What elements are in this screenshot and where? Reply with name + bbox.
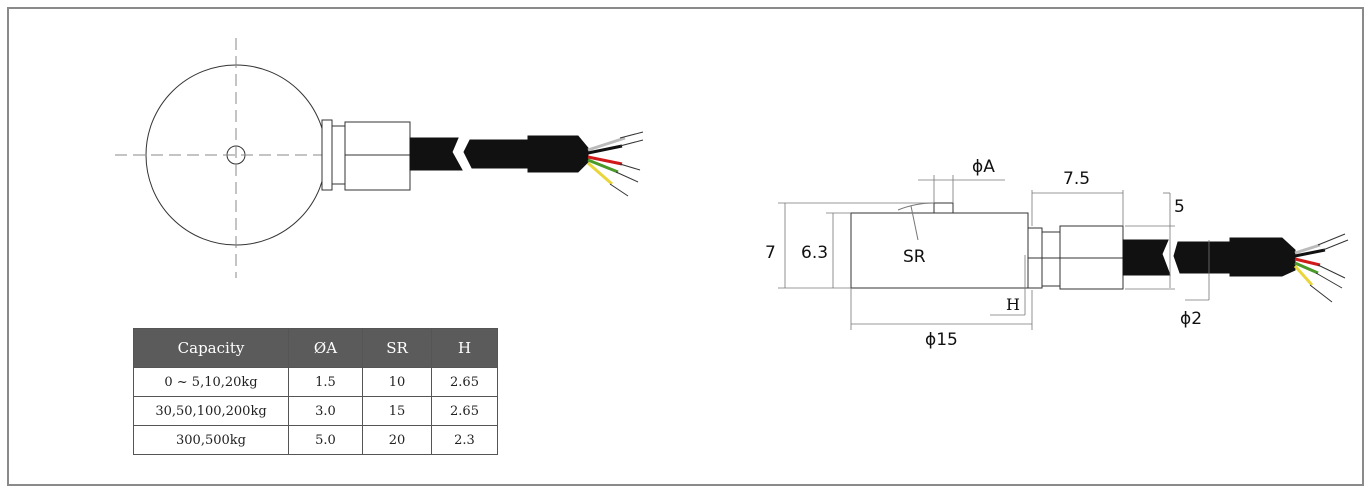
- dim-phi-15: ϕ15: [925, 330, 958, 350]
- cell: 3.0: [288, 396, 363, 426]
- dim-h: H: [1006, 295, 1020, 314]
- header-h: H: [431, 328, 498, 368]
- cell: 300,500kg: [133, 425, 289, 455]
- dim-phi-2: ϕ2: [1180, 309, 1202, 329]
- cell: 1.5: [288, 367, 363, 397]
- dim-sr: SR: [903, 247, 926, 267]
- cell: 20: [362, 425, 432, 455]
- cell: 2.3: [431, 425, 498, 455]
- header-sr: SR: [362, 328, 432, 368]
- cable-gland: [344, 121, 411, 191]
- header-capacity: Capacity: [133, 328, 289, 368]
- wires: [1293, 233, 1349, 303]
- header-phi-a: ØA: [288, 328, 363, 368]
- dimension-lines: [778, 175, 1210, 330]
- cell: 10: [362, 367, 432, 397]
- thread: [331, 125, 346, 185]
- thread: [1041, 231, 1061, 287]
- side-view: [778, 175, 1349, 330]
- sensor-body: [850, 212, 1029, 289]
- wires: [587, 131, 644, 197]
- cable: [1122, 239, 1233, 276]
- dim-7: 7: [765, 243, 776, 263]
- cell: 2.65: [431, 367, 498, 397]
- load-button: [933, 202, 954, 214]
- nut: [321, 119, 333, 191]
- dim-7-5: 7.5: [1063, 169, 1090, 189]
- top-view: [115, 38, 644, 278]
- cell: 30,50,100,200kg: [133, 396, 289, 426]
- dim-5: 5: [1174, 197, 1185, 217]
- dim-6-3: 6.3: [801, 243, 828, 263]
- dim-phi-a: ϕA: [972, 157, 995, 177]
- table-header: Capacity ØA SR H: [133, 328, 498, 368]
- cell: 0 ~ 5,10,20kg: [133, 367, 289, 397]
- cable-sleeve: [527, 135, 589, 173]
- cell: 15: [362, 396, 432, 426]
- cell: 5.0: [288, 425, 363, 455]
- sheet-border: [7, 7, 1364, 486]
- cell: 2.65: [431, 396, 498, 426]
- cable: [409, 137, 531, 171]
- cable-sleeve: [1229, 237, 1296, 277]
